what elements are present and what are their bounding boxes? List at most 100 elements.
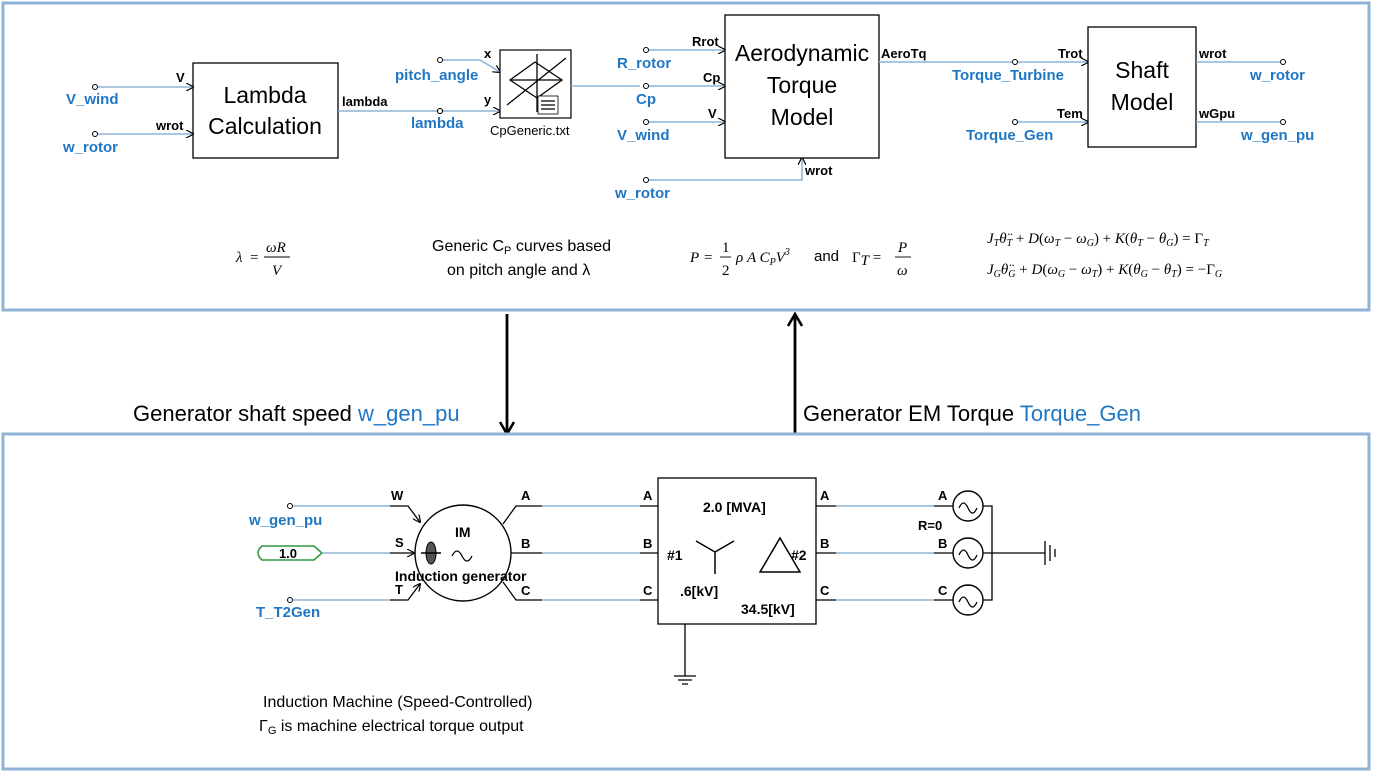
link-label-left: Generator shaft speed w_gen_pu: [133, 401, 460, 426]
link-left-signal: w_gen_pu: [357, 401, 460, 426]
machine-inputs: W w_gen_pu 1.0 S T T_T2Gen: [248, 488, 420, 621]
aero-title-3: Model: [771, 104, 834, 130]
signal-lambda: lambda: [411, 115, 464, 132]
caption-gamma-sub: G: [268, 725, 277, 737]
signal-torque-gen-1: Torque_Gen: [966, 127, 1053, 144]
machine-label-im: IM: [455, 524, 471, 540]
svg-text:V: V: [272, 263, 283, 279]
caption-gamma: Γ: [259, 718, 268, 735]
aero-port-out: AeroTq: [881, 46, 927, 61]
constant-input-box[interactable]: [257, 545, 324, 561]
machine-out-a: A: [521, 488, 531, 503]
svg-text:Generic CP curves based: Generic CP curves based: [432, 238, 611, 257]
signal-t-t2gen: T_T2Gen: [256, 604, 320, 621]
cp-caption-part1: Generic C: [432, 238, 504, 255]
svg-text:ΓT =: ΓT =: [852, 250, 881, 269]
shaft-port-tem: Tem: [1057, 106, 1083, 121]
wye-icon: [695, 540, 735, 574]
svg-text:2: 2: [722, 263, 730, 279]
signal-w-rotor-3: w_rotor: [1249, 67, 1305, 84]
induction-machine[interactable]: IM Induction generator: [395, 504, 527, 602]
aero-title-1: Aerodynamic: [735, 40, 869, 66]
lambda-inputs: V V_wind wrot w_rotor: [62, 70, 193, 156]
aero-inputs: Rrot R_rotor Cp Cp V V_wind wrot w_rotor: [614, 34, 833, 202]
svg-text:JGθ̈G + D(ωG − ωT) + K(θG − θT: JGθ̈G + D(ωG − ωT) + K(θG − θT) = −ΓG: [987, 262, 1222, 280]
shaft-port-wrot: wrot: [1198, 46, 1227, 61]
aero-title-2: Torque: [767, 72, 837, 98]
cp-port-y: y: [484, 92, 492, 107]
svg-text:ω: ω: [897, 263, 908, 279]
signal-v-wind-1: V_wind: [66, 91, 119, 108]
xfmr-out-b: B: [820, 536, 829, 551]
cp-table-inputs: x pitch_angle y lambda: [395, 46, 500, 132]
svg-text:ΓG is machine electrical torqu: ΓG is machine electrical torque output: [259, 718, 524, 737]
signal-w-rotor-2: w_rotor: [614, 185, 670, 202]
shaft-model-block[interactable]: Shaft Model: [1087, 26, 1197, 148]
source-port-a: A: [938, 488, 948, 503]
cp-table-block[interactable]: CpGeneric.txt: [490, 49, 572, 138]
equation-power: P = 1 2 ρ A CPV3 and ΓT = P ω: [689, 240, 911, 279]
source-port-c: C: [938, 583, 948, 598]
cp-table-file: CpGeneric.txt: [490, 123, 570, 138]
machine-name: Induction generator: [395, 568, 527, 584]
aero-port-wrot: wrot: [804, 163, 833, 178]
svg-text:=: =: [250, 250, 258, 266]
xfmr-voltage-1: .6[kV]: [680, 583, 718, 599]
cp-caption-part2: curves based: [511, 238, 611, 255]
link-right-signal: Torque_Gen: [1020, 401, 1141, 426]
svg-text:ρ A CPV3: ρ A CPV3: [735, 247, 790, 268]
source-b-icon: [952, 537, 984, 569]
lambda-calculation-block[interactable]: Lambda Calculation: [192, 62, 339, 159]
aerodynamic-torque-block[interactable]: Aerodynamic Torque Model: [724, 14, 880, 159]
equation-lambda: λ = ωR V: [235, 240, 290, 279]
machine-port-s: S: [395, 535, 404, 550]
machine-port-w: W: [391, 488, 404, 503]
shaft-inputs: Trot Tem Torque_Gen: [966, 46, 1088, 144]
machine-out-c: C: [521, 583, 531, 598]
source-ground-icon: [1044, 541, 1056, 565]
xfmr-in-c: C: [643, 583, 653, 598]
transformer-block[interactable]: 2.0 [MVA] #1 #2 .6[kV] 34.5[kV]: [657, 477, 817, 685]
link-left-text: Generator shaft speed: [133, 401, 358, 426]
caption-line-2: is machine electrical torque output: [276, 718, 524, 735]
svg-text:JTθ̈T + D(ωT − ωG) + K(θT − θG: JTθ̈T + D(ωT − ωG) + K(θT − θG) = ΓT: [987, 231, 1210, 249]
signal-r-rotor: R_rotor: [617, 55, 671, 72]
cp-caption: Generic CP curves based on pitch angle a…: [432, 238, 611, 279]
signal-w-gen-pu-1: w_gen_pu: [1240, 127, 1314, 144]
source-c-icon: [952, 584, 984, 616]
svg-text:λ: λ: [235, 250, 243, 266]
cp-caption-sub: P: [504, 245, 511, 257]
aero-port-v: V: [708, 106, 717, 121]
svg-text:P: P: [897, 240, 907, 256]
svg-text:=: =: [704, 250, 712, 266]
rotor-icon: [421, 541, 441, 565]
transformer-outputs: A A B B C C: [816, 488, 953, 601]
delta-icon: [758, 536, 802, 573]
shaft-title-2: Model: [1111, 89, 1174, 115]
signal-w-gen-pu-2: w_gen_pu: [248, 512, 322, 529]
xfmr-out-c: C: [820, 583, 830, 598]
xfmr-ground-icon: [674, 624, 696, 685]
source-port-b: B: [938, 536, 947, 551]
three-phase-source[interactable]: R=0: [918, 490, 1056, 616]
xfmr-winding-1: #1: [667, 547, 683, 563]
and-word: and: [814, 248, 839, 265]
signal-w-rotor-1: w_rotor: [62, 139, 118, 156]
cp-port-x: x: [484, 46, 492, 61]
machine-outputs: A A B B C C: [502, 488, 658, 601]
machine-caption: Induction Machine (Speed-Controlled) ΓG …: [259, 694, 532, 737]
svg-text:ωR: ωR: [266, 240, 286, 256]
caption-line-1: Induction Machine (Speed-Controlled): [263, 694, 532, 711]
lambda-block-title-1: Lambda: [223, 82, 306, 108]
xfmr-voltage-2: 34.5[kV]: [741, 601, 795, 617]
machine-out-b: B: [521, 536, 530, 551]
xfmr-rating: 2.0 [MVA]: [703, 499, 766, 515]
lambda-port-out: lambda: [342, 94, 388, 109]
aero-port-cp: Cp: [703, 70, 720, 85]
svg-text:P: P: [689, 250, 699, 266]
shaft-title-1: Shaft: [1115, 57, 1169, 83]
shaft-port-trot: Trot: [1058, 46, 1083, 61]
xfmr-in-b: B: [643, 536, 652, 551]
link-right-text: Generator EM Torque: [803, 401, 1020, 426]
